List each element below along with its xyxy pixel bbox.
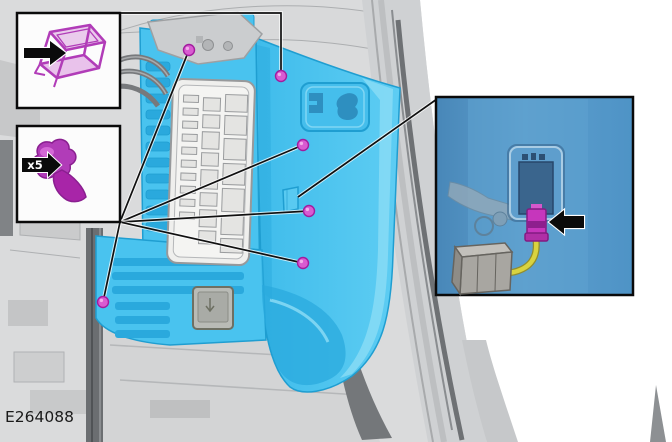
connector-callout-line [297, 98, 438, 198]
ghost-bracket [447, 181, 516, 236]
frame-clip-callout-line [120, 12, 282, 76]
fastener-dot-highlight-5 [277, 72, 282, 77]
callout-lines-layer [101, 11, 439, 303]
fastener-dot-2 [302, 204, 316, 218]
quantity-label: x5 [27, 158, 42, 172]
electrical-connector [524, 204, 549, 242]
pin-clip-callout-line-0 [119, 49, 190, 223]
fastener-dot-4 [96, 295, 110, 309]
pin-clip-callout-line-2 [119, 210, 310, 223]
fastener-dot-highlight-4 [99, 298, 104, 303]
inset-connector-detail [434, 95, 635, 297]
pin-clip-callout-line-4 [102, 221, 121, 303]
inset-pin-clip-detail: x5 [15, 124, 122, 224]
panel-handle-recess [300, 82, 370, 132]
fastener-dot-3 [296, 256, 310, 270]
fastener-dots-layer [96, 43, 316, 309]
fastener-dot-highlight-1 [299, 141, 304, 146]
harness-connector-block [451, 242, 514, 297]
fastener-dot-5 [274, 69, 288, 83]
cowl-bracket [146, 11, 264, 65]
pin-clip-callout-line-3 [119, 221, 304, 264]
quantity-arrow-icon: x5 [21, 150, 63, 180]
figure-id-label: E264088 [5, 408, 74, 426]
inset-frame-clip-detail [15, 11, 122, 110]
fastener-dot-1 [296, 138, 310, 152]
arrow-right-icon [22, 38, 68, 68]
fastener-dot-highlight-0 [185, 46, 190, 51]
fastener-dot-0 [182, 43, 196, 57]
relay-module [192, 286, 234, 330]
pin-clip-callout-line-1 [119, 144, 304, 223]
fastener-dot-highlight-3 [299, 259, 304, 264]
arrow-left-icon [547, 207, 586, 237]
fastener-dot-highlight-2 [305, 207, 310, 212]
panel-hook-bracket [282, 186, 299, 213]
